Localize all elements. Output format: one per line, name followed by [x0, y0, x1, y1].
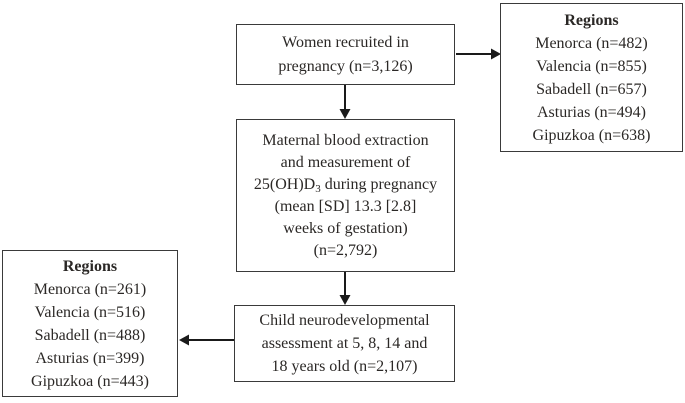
- region-item: Valencia (n=516): [34, 303, 146, 321]
- regions-title: Regions: [564, 11, 619, 29]
- box-text-line: and measurement of: [280, 153, 411, 171]
- region-item: Menorca (n=482): [535, 34, 648, 52]
- box-regions-pregnancy: Regions Menorca (n=482) Valencia (n=855)…: [500, 3, 683, 152]
- region-item: Sabadell (n=488): [34, 326, 146, 344]
- region-item: Asturias (n=399): [35, 349, 145, 367]
- region-item: Asturias (n=494): [536, 103, 646, 121]
- arrow-recruited-to-blood: [339, 85, 351, 119]
- d3-subscript: 3: [315, 182, 321, 195]
- box-child-assessment: Child neurodevelopmental assessment at 5…: [234, 305, 455, 382]
- box-text-line: (mean [SD] 13.3 [2.8]: [274, 197, 417, 215]
- arrow-assessment-to-regions: [179, 334, 234, 346]
- region-item: Sabadell (n=657): [536, 80, 647, 98]
- region-item: Valencia (n=855): [536, 57, 647, 75]
- box-text-line: Child neurodevelopmental: [259, 312, 430, 329]
- box-text-line: assessment at 5, 8, 14 and: [261, 335, 428, 352]
- region-item: Menorca (n=261): [33, 280, 147, 298]
- box-text-line: Women recruited in: [282, 33, 409, 51]
- box-text-line: Maternal blood extraction: [262, 131, 429, 149]
- region-item: Gipuzkoa (n=638): [532, 126, 651, 144]
- regions-title: Regions: [62, 257, 118, 275]
- arrow-blood-to-assessment: [339, 272, 351, 305]
- box-text-line: pregnancy (n=3,126): [278, 57, 413, 75]
- box-text-line: 18 years old (n=2,107): [271, 358, 418, 375]
- box-women-recruited: Women recruited in pregnancy (n=3,126): [236, 24, 455, 85]
- box-blood-extraction: Maternal blood extraction and measuremen…: [236, 119, 455, 272]
- box-regions-assessment: Regions Menorca (n=261) Valencia (n=516)…: [2, 250, 178, 397]
- region-item: Gipuzkoa (n=443): [31, 372, 149, 390]
- d3-prefix: 25(OH)D: [253, 175, 316, 193]
- box-text-line: weeks of gestation): [283, 219, 408, 237]
- box-text-line-25ohd3: 25(OH)D3 during pregnancy: [254, 174, 437, 196]
- d3-suffix: during pregnancy: [320, 175, 438, 193]
- box-text-line: (n=2,792): [313, 241, 378, 259]
- arrow-recruited-to-regions: [456, 48, 501, 60]
